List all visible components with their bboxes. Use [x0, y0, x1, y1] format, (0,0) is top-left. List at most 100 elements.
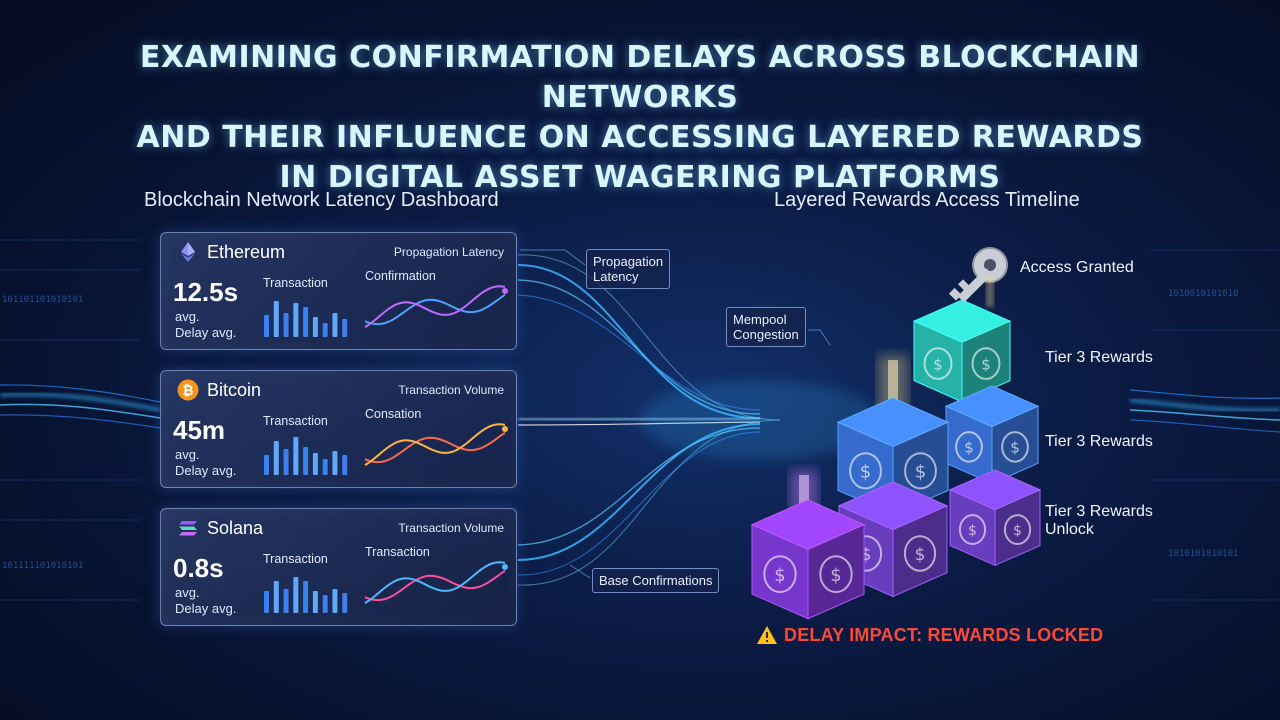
tier-low-line: Tier 3 Rewards: [1045, 503, 1153, 520]
delay-avg-label: Delay avg.: [175, 601, 237, 616]
access-granted-label: Access Granted: [1020, 259, 1134, 276]
warning-text: DELAY IMPACT: REWARDS LOCKED: [784, 624, 1104, 645]
delay-avg-label: Delay avg.: [175, 325, 237, 340]
chart-title: Propagation Latency: [393, 245, 504, 259]
propagation-latency-callout: Propagation Latency: [586, 249, 671, 289]
network-card-solana[interactable]: Solana 0.8s avg. Delay avg. Transaction …: [160, 508, 517, 626]
mini-bar: [332, 589, 338, 613]
svg-text:$: $: [915, 545, 926, 565]
delay-avg-label: Delay avg.: [175, 463, 237, 478]
title-line-2: AND THEIR INFLUENCE ON ACCESSING LAYERED…: [136, 120, 1144, 155]
svg-text:$: $: [774, 565, 785, 586]
coin-icon: $: [903, 535, 937, 572]
digital-grid-lines: [0, 239, 1280, 601]
tier-mid-label: Tier 3 Rewards: [1045, 433, 1153, 450]
mini-bar: [293, 577, 299, 613]
wave-line-a: [364, 569, 506, 602]
mini-bar: [342, 319, 348, 337]
binary-stream-left: 101101101010101 101111101010101: [2, 295, 83, 571]
mini-bar: [303, 307, 309, 337]
coin-icon: $: [958, 514, 987, 545]
mini-bar: [312, 317, 318, 337]
coin-icon: $: [1001, 431, 1029, 463]
chart-title: Transaction Volume: [398, 521, 504, 535]
tier-low-line: Unlock: [1045, 521, 1094, 538]
warning-icon: [757, 626, 777, 644]
coin-icon: $: [849, 452, 882, 490]
coin-icon: $: [971, 347, 1001, 380]
wave-line-a: [364, 293, 506, 326]
mini-bar: [283, 313, 289, 337]
wave-line-a: [364, 431, 506, 464]
bar-chart-label: Transaction: [263, 276, 328, 290]
chart-subtitle: Consation: [365, 407, 422, 421]
mini-bar: [303, 447, 309, 475]
mini-bar: [264, 591, 269, 613]
mini-bar: [273, 301, 279, 337]
avg-label: avg.: [175, 585, 200, 600]
reward-cube-tier-low-right: $$: [948, 469, 1042, 567]
title-line-1: EXAMINING CONFIRMATION DELAYS ACROSS BLO…: [139, 40, 1141, 115]
network-card-bitcoin[interactable]: ₿ Bitcoin 45m avg. Delay avg. Transactio…: [160, 370, 517, 488]
mini-bar: [293, 437, 299, 475]
wave-endpoint: [502, 564, 508, 570]
wave-endpoint: [502, 426, 508, 432]
svg-text:$: $: [1013, 523, 1022, 539]
svg-text:$: $: [1010, 438, 1020, 456]
mini-bar-chart: [264, 577, 348, 613]
mini-bar: [342, 455, 348, 475]
chart-subtitle: Confirmation: [365, 269, 436, 283]
mini-bar: [332, 313, 338, 337]
right-horizontal-streams: [1129, 389, 1280, 433]
avg-label: avg.: [175, 309, 200, 324]
reward-cube-locked: $$: [750, 499, 866, 620]
delay-value: 12.5s: [173, 277, 239, 307]
base-confirmations-callout: Base Confirmations: [592, 568, 720, 593]
solana-icon: [179, 521, 197, 536]
title-line-3: IN DIGITAL ASSET WAGERING PLATFORMS: [279, 160, 1001, 195]
reward-cube-tier-top: $$: [912, 299, 1012, 403]
dashboard-heading: Blockchain Network Latency Dashboard: [144, 189, 499, 211]
callout-line: Congestion: [733, 327, 799, 342]
mini-line-chart: [364, 285, 508, 328]
mini-bar: [273, 581, 279, 613]
mini-bar: [293, 303, 299, 337]
svg-text:$: $: [981, 355, 991, 373]
ethereum-icon: [181, 242, 195, 262]
svg-text:101111101010101: 101111101010101: [2, 561, 83, 571]
wave-endpoint: [502, 288, 508, 294]
coin-icon: $: [955, 431, 983, 463]
mini-bar: [283, 449, 289, 475]
bitcoin-icon: ₿: [177, 379, 199, 401]
coin-icon: $: [1003, 514, 1032, 545]
callout-line: Base Confirmations: [599, 573, 713, 588]
bar-chart-label: Transaction: [263, 414, 328, 428]
delay-value: 0.8s: [173, 553, 224, 583]
left-horizontal-streams: [0, 384, 161, 429]
wave-line-b: [364, 423, 506, 466]
coin-icon: $: [819, 555, 853, 594]
wave-lines: [364, 561, 508, 604]
reward-cubes: $$$$$$$$$$$$: [750, 299, 1042, 620]
svg-text:₿: ₿: [182, 383, 193, 399]
svg-text:101101101010101: 101101101010101: [2, 295, 83, 305]
delay-impact-warning: DELAY IMPACT: REWARDS LOCKED: [756, 624, 1103, 646]
mini-bar: [322, 323, 328, 337]
wave-line-b: [364, 285, 506, 328]
svg-text:$: $: [933, 355, 943, 373]
svg-text:1010101010101: 1010101010101: [1168, 549, 1238, 559]
mini-bar: [264, 455, 269, 475]
chart-subtitle: Transaction: [365, 545, 430, 559]
network-card-ethereum[interactable]: Ethereum 12.5s avg. Delay avg. Transacti…: [160, 232, 517, 350]
tier-top-label: Tier 3 Rewards: [1045, 349, 1153, 366]
callout-connectors: [520, 249, 831, 579]
mini-bar: [312, 591, 318, 613]
mini-bar: [303, 581, 309, 613]
chart-title: Transaction Volume: [398, 383, 504, 397]
svg-text:$: $: [915, 461, 926, 482]
callout-line: Propagation: [593, 254, 664, 269]
rewards-heading: Layered Rewards Access Timeline: [774, 189, 1080, 211]
delay-value: 45m: [173, 415, 226, 445]
mini-bar: [322, 459, 328, 475]
